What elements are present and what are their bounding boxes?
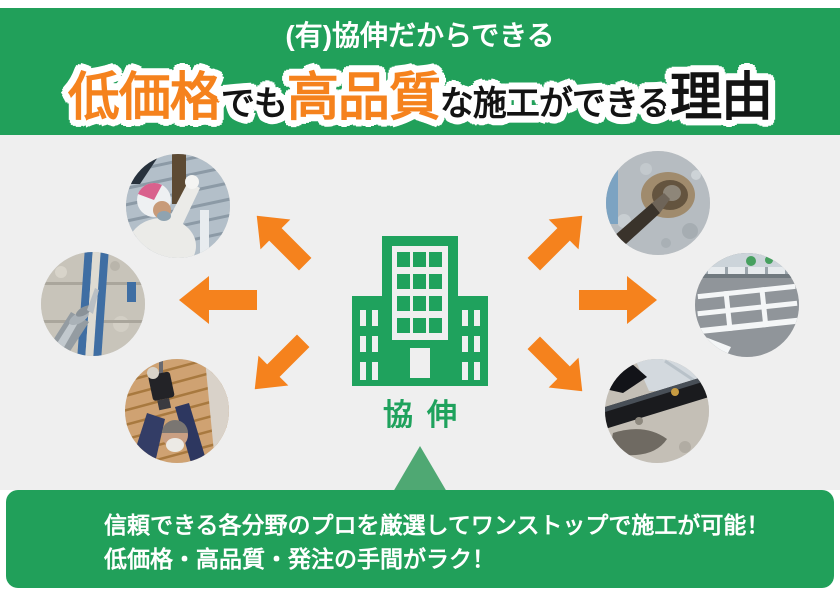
title-part-connector: な施工ができる [439, 85, 671, 123]
title-part-high-quality: 高品質 [286, 69, 441, 127]
parking-line-marking-photo [695, 253, 799, 357]
header-banner: (有)協伸だからできる 低価格 でも 高品質 な施工ができる 理由 [0, 8, 840, 135]
siding-painting-photo [126, 154, 230, 258]
page-title: 低価格 でも 高品質 な施工ができる 理由 [0, 55, 840, 130]
title-part-reason: 理由 [670, 69, 773, 127]
footer-line-1: 信頼できる各分野のプロを厳選してワンストップで施工が可能！ [104, 512, 770, 538]
footer-banner: 信頼できる各分野のプロを厳選してワンストップで施工が可能！ 低価格・高品質・発注… [6, 490, 834, 588]
speech-bubble-pointer [393, 446, 447, 492]
footer-line-2: 低価格・高品質・発注の手間がラク！ [104, 546, 495, 572]
arrow-right-icon [579, 276, 657, 324]
arrow-left-icon [179, 276, 257, 324]
arrow-down-right-icon [519, 328, 597, 406]
title-part-demo: でも [220, 85, 288, 123]
company-label: 協伸 [383, 399, 471, 432]
sealant-caulking-photo [41, 252, 145, 356]
wall-chisel-demolition-photo [606, 151, 710, 255]
arrow-down-left-icon [240, 326, 318, 404]
ceiling-carpentry-photo [125, 359, 229, 463]
header-subtitle: (有)協伸だからできる [285, 20, 555, 51]
title-part-low-price: 低価格 [67, 69, 222, 127]
arrow-up-right-icon [519, 201, 597, 279]
arrow-up-left-icon [242, 201, 320, 279]
office-building-icon [352, 236, 488, 386]
